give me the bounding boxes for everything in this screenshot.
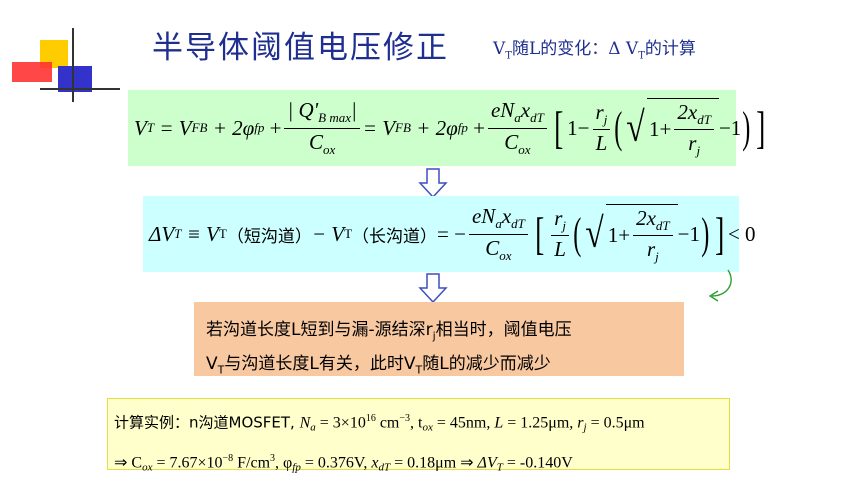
curved-arrow-icon (708, 269, 732, 302)
calculation-example: 计算实例：n沟道MOSFET, Na = 3×1016 cm−3, tox = … (107, 398, 730, 474)
logo-red-square (12, 62, 52, 82)
down-arrow-icon (418, 168, 448, 198)
logo-line-h (40, 88, 120, 90)
down-arrow-icon-2 (418, 273, 448, 303)
page-title: 半导体阈值电压修正 (152, 30, 449, 66)
page-subtitle: VT随L的变化：Δ VT的计算 (493, 39, 696, 62)
example-line-2: ⇒ Cox = 7.67×10−8 F/cm3, φfp = 0.376V, x… (114, 453, 573, 474)
qb-over-cox-fraction: | Q'B max| Cox (284, 99, 360, 157)
logo-line-v (72, 28, 74, 102)
short-channel-note: 若沟道长度L短到与漏-源结深rj相当时，阈值电压 VT与沟道长度L有关，此时VT… (194, 302, 684, 377)
sqrt-term: √ 1+ 2xdT rj (624, 97, 719, 159)
example-line-1: 计算实例：n沟道MOSFET, Na = 3×1016 cm−3, tox = … (114, 413, 645, 434)
note-line-2: VT与沟道长度L有关，此时VT随L的减少而减少 (206, 354, 551, 377)
note-line-1: 若沟道长度L短到与漏-源结深rj相当时，阈值电压 (206, 320, 572, 343)
charge-fraction: eNaxdT Cox (487, 99, 547, 157)
logo-blue-square (58, 66, 92, 92)
